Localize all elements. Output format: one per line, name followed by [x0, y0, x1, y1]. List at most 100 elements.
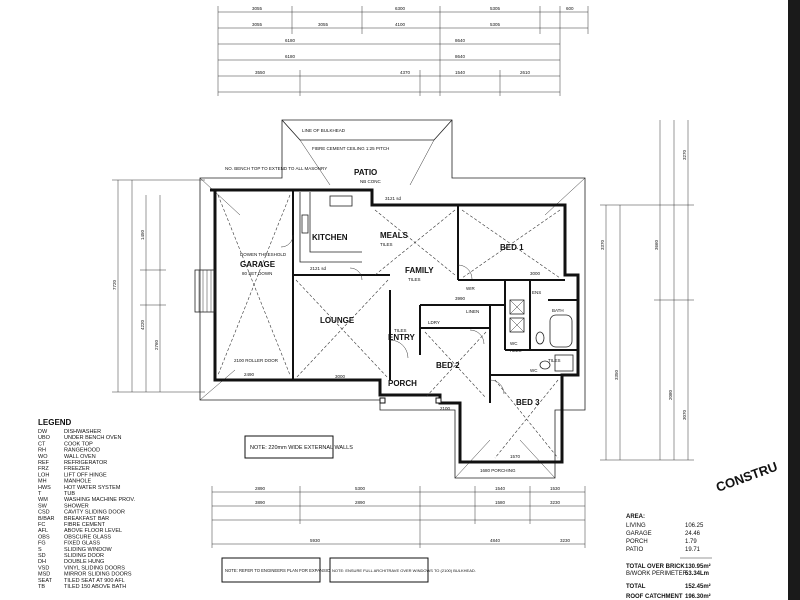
legend-description: MANHOLE: [64, 479, 92, 485]
perimeter-label: B/WORK PERIMETER: [626, 571, 688, 577]
dim-top-9: 6180: [285, 38, 296, 43]
room-meals: MEALS: [380, 231, 409, 240]
porching-dim: 1680 PORCHING: [480, 468, 516, 473]
threshold-note: DOWEN THRESHOLD: [240, 252, 287, 257]
legend-code: UBO: [38, 435, 51, 441]
room-wc-2: WC: [530, 368, 538, 373]
room-tiles: TILES: [548, 358, 561, 363]
room-wc: WC: [510, 341, 518, 346]
area-label: PATIO: [626, 547, 643, 553]
room-entry: ENTRY: [388, 333, 415, 342]
room-bath: BATH: [552, 308, 564, 313]
legend-code: CSD: [38, 510, 50, 516]
legend-title: LEGEND: [38, 418, 72, 427]
scan-edge: [788, 0, 800, 600]
legend-code: S: [38, 547, 42, 553]
legend-code: REF: [38, 460, 50, 466]
room-bed3: BED 3: [516, 398, 540, 407]
legend-code: AFL: [38, 528, 48, 534]
dim-right-2: 3350: [614, 369, 619, 380]
dim-top-12: 8640: [455, 54, 466, 59]
legend-code: FC: [38, 522, 45, 528]
inner-dim-7: 3990: [455, 296, 466, 301]
dim-top-14: 4370: [400, 70, 411, 75]
dim-top-3: 5305: [490, 6, 501, 11]
legend-description: LIFT OFF HINGE: [64, 472, 107, 478]
dim-bottom-1: 2890: [255, 486, 266, 491]
area-value: 1.79: [685, 539, 697, 545]
legend-description: TILED SEAT AT 900 AFL: [64, 578, 125, 584]
external-walls-note-text: NOTE: 220mm WIDE EXTERNAL WALLS: [250, 445, 353, 451]
perimeter-value: 53.34Lm: [685, 571, 709, 577]
room-bed2: BED 2: [436, 361, 460, 370]
total-brick-label: TOTAL OVER BRICK: [626, 564, 685, 570]
dim-top-4: 600: [566, 6, 574, 11]
room-garage: GARAGE: [240, 260, 276, 269]
kitchen-bench: [299, 192, 362, 263]
area-value: 19.71: [685, 547, 701, 553]
legend-description: SLIDING WINDOW: [64, 547, 112, 553]
room-porch: PORCH: [388, 379, 417, 388]
legend-description: ABOVE FLOOR LEVEL: [64, 528, 122, 534]
dim-bottom-2: 5300: [355, 486, 366, 491]
roller-door-note: 2100 ROLLER DOOR: [234, 358, 279, 363]
door-swings: [280, 234, 505, 395]
legend-code: CT: [38, 441, 46, 447]
legend-code: HWS: [38, 485, 51, 491]
dim-bottom-7: 1580: [495, 500, 506, 505]
bench-note: NO. BENCH TOP TO EXTEND TO ALL MASONRY: [225, 166, 327, 171]
legend-description: RANGEHOOD: [64, 448, 100, 454]
legend-code: T: [38, 491, 42, 497]
dim-right-6: 3070: [682, 409, 687, 420]
inner-dimensions: 3121 sd 2121 sd 3000 2100 1570 3000 3990…: [244, 196, 541, 459]
dim-left-2: 1450: [140, 229, 145, 240]
legend-description: WASHING MACHINE PROV.: [64, 497, 136, 503]
room-wir: WIR: [466, 286, 475, 291]
legend-description: TILED 150 ABOVE BATH: [64, 584, 126, 590]
room-kitchen: KITCHEN: [312, 233, 348, 242]
dim-right-4: 2080: [668, 389, 673, 400]
dim-left-1: 7720: [112, 279, 117, 290]
inner-dim-5: 1570: [510, 454, 521, 459]
legend-description: HOT WATER SYSTEM: [64, 485, 121, 491]
dim-top-5: 3055: [252, 22, 263, 27]
legend-code: FRZ: [38, 466, 49, 472]
legend-code: B/BAR: [38, 516, 55, 522]
inner-dim-1: 3121 sd: [385, 196, 402, 201]
legend-code: DH: [38, 559, 46, 565]
legend-code: LOH: [38, 472, 49, 478]
legend-code: SEAT: [38, 578, 53, 584]
legend-code: FG: [38, 541, 46, 547]
inner-dim-3: 3000: [335, 374, 346, 379]
inner-dim-6: 3000: [530, 271, 541, 276]
inner-dim-2: 2121 sd: [310, 266, 327, 271]
legend-description: DOUBLE HUNG: [64, 559, 104, 565]
area-label: GARAGE: [626, 531, 652, 537]
dim-bottom-8: 3230: [550, 500, 561, 505]
dim-bottom-9: 5930: [310, 538, 321, 543]
annotations: LINE OF BULKHEAD FIBRE CEMENT CEILING 1:…: [225, 128, 389, 363]
legend-code: WO: [38, 454, 48, 460]
room-labels: PATIO NB CONC KITCHEN MEALS TILES FAMILY…: [240, 168, 564, 407]
legend-description: MIRROR SLIDING DOORS: [64, 572, 132, 578]
legend-code: DW: [38, 429, 48, 435]
ceiling-lines: [217, 194, 561, 459]
engineer-note-text: NOTE: REFER TO ENGINEERS PLAN FOR EXPANS…: [225, 568, 373, 573]
inner-dim-4: 2100: [440, 406, 451, 411]
engineer-note: NOTE: REFER TO ENGINEERS PLAN FOR EXPANS…: [221, 557, 373, 583]
legend-description: CAVITY SLIDING DOOR: [64, 510, 125, 516]
room-linen: LINEN: [466, 309, 479, 314]
garage-step: [194, 269, 216, 313]
dim-bottom-4: 1530: [550, 486, 561, 491]
room-garage-sub: 80 SET DOWN: [242, 271, 272, 276]
legend-code: VSD: [38, 565, 49, 571]
architrave-note: NOTE: ENSURE FULL ARCHITRAVE OVER WINDOW…: [329, 557, 476, 583]
external-walls: [210, 188, 580, 464]
legend-description: VINYL SLIDING DOORS: [64, 565, 125, 571]
roof-catchment-value: 196.30m²: [685, 593, 711, 600]
inner-dim-8: 2490: [244, 372, 255, 377]
wet-area-fixtures: [509, 299, 574, 372]
dim-left-3: 4220: [140, 319, 145, 330]
